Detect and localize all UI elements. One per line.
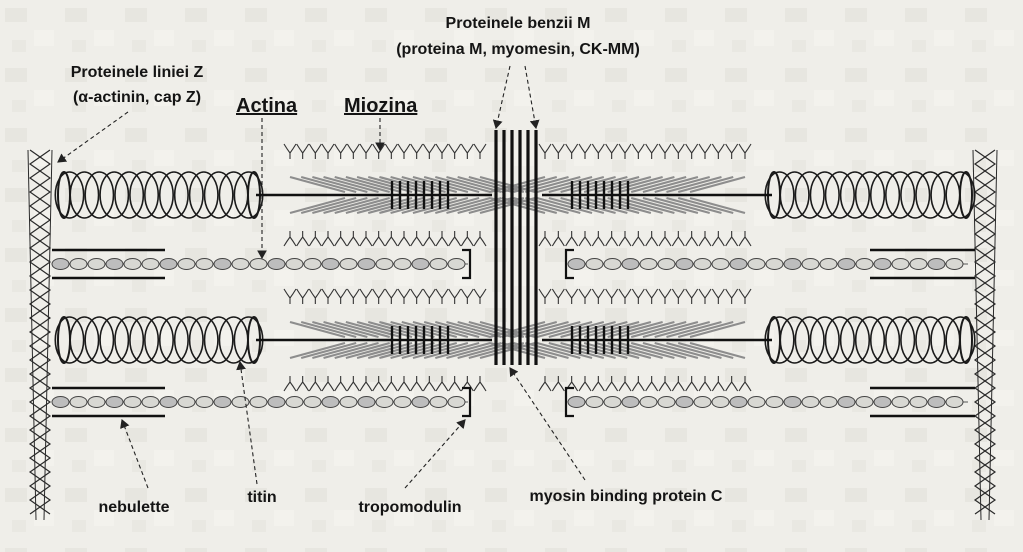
titin-label: titin — [247, 488, 276, 508]
mybpc-label: myosin binding protein C — [530, 487, 723, 507]
z-line-detail-label: (α-actinin, cap Z) — [73, 88, 201, 108]
tropomodulin-label: tropomodulin — [358, 498, 461, 518]
m-band-detail-label: (proteina M, myomesin, CK-MM) — [396, 40, 640, 60]
nebulette-chain — [52, 397, 468, 408]
z-line-label: Proteinele liniei Z — [71, 63, 203, 83]
nebulette-chain — [52, 259, 468, 270]
nebulette-label: nebulette — [98, 498, 169, 518]
actin-label: Actina — [236, 96, 297, 116]
m-band-label: Proteinele benzii M — [446, 14, 591, 34]
myosin-label: Miozina — [344, 96, 417, 116]
